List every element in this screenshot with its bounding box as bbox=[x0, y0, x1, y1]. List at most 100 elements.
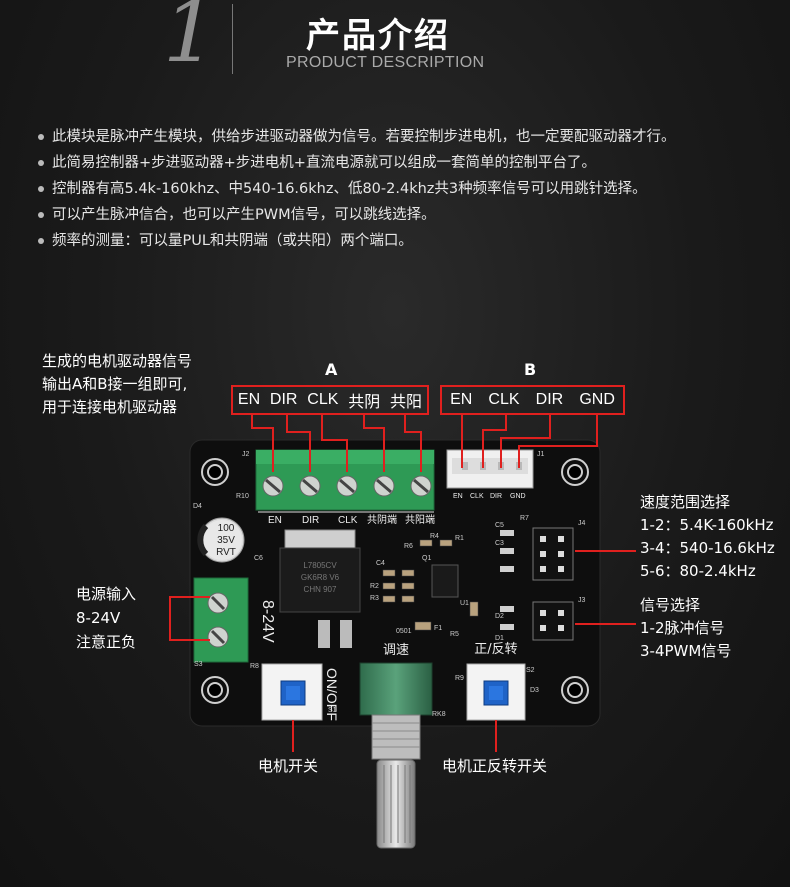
pin-clk: CLK bbox=[488, 391, 520, 408]
svg-text:35V: 35V bbox=[217, 535, 235, 546]
description-item: 控制器有高5.4k-160khz、中540-16.6khz、低80-2.4khz… bbox=[36, 176, 676, 202]
signal-select-title: 信号选择 bbox=[640, 596, 701, 614]
pin-en: EN bbox=[450, 391, 473, 408]
svg-text:EN: EN bbox=[453, 493, 463, 500]
svg-text:GK6R8 V6: GK6R8 V6 bbox=[301, 573, 340, 582]
silk-en: EN bbox=[268, 515, 282, 526]
jst-silk-labels: EN CLK DIR GND bbox=[453, 493, 526, 500]
pin-dir: DIR bbox=[535, 391, 564, 408]
svg-text:R2: R2 bbox=[370, 583, 379, 590]
port-a-pin-box: EN DIR CLK 共阴 共阳 bbox=[231, 385, 429, 415]
header-divider bbox=[232, 4, 233, 74]
svg-text:C6: C6 bbox=[254, 555, 263, 562]
jumper-header-speed bbox=[532, 527, 574, 581]
svg-text:0501: 0501 bbox=[396, 628, 412, 635]
svg-text:J3: J3 bbox=[578, 597, 586, 604]
description-item: 此简易控制器+步进驱动器+步进电机+直流电源就可以组成一套简单的控制平台了。 bbox=[36, 150, 676, 176]
svg-text:RVT: RVT bbox=[216, 547, 236, 558]
svg-text:D1: D1 bbox=[495, 635, 504, 642]
svg-text:C4: C4 bbox=[376, 560, 385, 567]
jst-connector-b bbox=[446, 449, 534, 489]
pin-clk: CLK bbox=[307, 391, 339, 408]
section-subtitle: PRODUCT DESCRIPTION bbox=[286, 54, 485, 71]
svg-text:R9: R9 bbox=[455, 675, 464, 682]
speed-potentiometer bbox=[359, 662, 433, 849]
silk-direction: 正/反转 bbox=[474, 642, 517, 657]
silk-common-anode: 共阳端 bbox=[405, 513, 435, 526]
svg-text:R1: R1 bbox=[455, 535, 464, 542]
svg-text:100: 100 bbox=[218, 523, 235, 534]
silk-power-range: 8-24V bbox=[259, 600, 276, 643]
svg-text:F1: F1 bbox=[434, 625, 442, 632]
mounting-holes bbox=[201, 458, 589, 704]
pin-dir: DIR bbox=[269, 391, 298, 408]
motor-switch-label: 电机开关 bbox=[258, 757, 319, 775]
svg-text:D3: D3 bbox=[530, 687, 539, 694]
svg-text:R5: R5 bbox=[450, 631, 459, 638]
description-item: 频率的测量：可以量PUL和共阴端（或共阳）两个端口。 bbox=[36, 228, 676, 254]
on-off-button bbox=[261, 663, 323, 721]
direction-switch-label: 电机正反转开关 bbox=[442, 757, 548, 775]
svg-text:GND: GND bbox=[510, 493, 526, 500]
signal-select-callout: 信号选择 1-2脉冲信号 3-4PWM信号 bbox=[640, 596, 732, 660]
speed-range-title: 速度范围选择 bbox=[640, 493, 731, 511]
voltage-regulator bbox=[279, 529, 361, 613]
svg-text:S1: S1 bbox=[328, 707, 337, 714]
direction-button bbox=[466, 663, 526, 721]
section-header: 1 产品介绍 PRODUCT DESCRIPTION bbox=[0, 0, 790, 90]
terminal-block-a bbox=[255, 449, 435, 511]
silk-common-cathode: 共阴端 bbox=[367, 513, 397, 526]
ic-chip bbox=[431, 564, 459, 598]
svg-text:R10: R10 bbox=[236, 493, 249, 500]
smd-components bbox=[382, 539, 479, 631]
pin-gnd: GND bbox=[579, 391, 615, 408]
port-a-label: A bbox=[325, 360, 338, 379]
svg-text:S2: S2 bbox=[526, 667, 535, 674]
svg-text:C3: C3 bbox=[495, 540, 504, 547]
svg-text:J2: J2 bbox=[242, 451, 250, 458]
silk-on-off: ON/OFF bbox=[324, 668, 340, 721]
svg-text:CLK: CLK bbox=[470, 493, 484, 500]
svg-text:R7: R7 bbox=[520, 515, 529, 522]
silk-markings: J2 R10 D4 C6 C4 R2 R3 R1 R4 R5 R6 C5 C3 … bbox=[193, 451, 586, 718]
description-item: 可以产生脉冲信合，也可以产生PWM信号，可以跳线选择。 bbox=[36, 202, 676, 228]
callout-lines bbox=[169, 413, 636, 752]
svg-text:RK8: RK8 bbox=[432, 711, 446, 718]
jumper-header-signal bbox=[532, 601, 574, 641]
pin-common-cathode: 共阴 bbox=[348, 394, 381, 411]
led-pairs bbox=[500, 530, 514, 630]
power-input-callout: 电源输入 8-24V 注意正负 bbox=[76, 585, 137, 651]
transistors bbox=[318, 620, 352, 648]
regulator-markings: L7805CV GK6R8 V6 CHN 907 bbox=[301, 561, 340, 594]
svg-text:U1: U1 bbox=[460, 600, 469, 607]
output-note: 生成的电机驱动器信号 输出A和B接一组即可, 用于连接电机驱动器 bbox=[42, 352, 193, 416]
port-b-pin-box: EN CLK DIR GND bbox=[440, 385, 625, 415]
silk-clk: CLK bbox=[338, 515, 358, 526]
svg-text:J1: J1 bbox=[537, 451, 545, 458]
svg-text:Q1: Q1 bbox=[422, 555, 431, 562]
speed-range-callout: 速度范围选择 1-2：5.4K-160kHz 3-4：540-16.6kHz 5… bbox=[640, 493, 775, 580]
capacitor-markings: 100 35V RVT bbox=[216, 523, 236, 558]
section-number: 1 bbox=[163, 0, 217, 81]
description-list: 此模块是脉冲产生模块，供给步进驱动器做为信号。若要控制步进电机，也一定要配驱动器… bbox=[36, 124, 676, 254]
svg-text:D2: D2 bbox=[495, 613, 504, 620]
svg-text:L7805CV: L7805CV bbox=[303, 561, 337, 570]
svg-text:DIR: DIR bbox=[490, 493, 502, 500]
svg-text:J4: J4 bbox=[578, 520, 586, 527]
pin-common-anode: 共阳 bbox=[390, 394, 423, 411]
pin-en: EN bbox=[237, 391, 261, 408]
terminal-silk-labels: EN DIR CLK 共阴端 共阳端 bbox=[268, 513, 435, 526]
svg-text:D4: D4 bbox=[193, 503, 202, 510]
section-title: 产品介绍 bbox=[306, 16, 450, 56]
power-terminal bbox=[193, 577, 249, 663]
port-b-label: B bbox=[524, 360, 537, 379]
silk-speed: 调速 bbox=[383, 643, 409, 658]
svg-text:CHN 907: CHN 907 bbox=[304, 585, 337, 594]
svg-text:R6: R6 bbox=[404, 543, 413, 550]
svg-text:R3: R3 bbox=[370, 595, 379, 602]
description-item: 此模块是脉冲产生模块，供给步进驱动器做为信号。若要控制步进电机，也一定要配驱动器… bbox=[36, 124, 676, 150]
electrolytic-capacitor bbox=[197, 517, 245, 563]
silk-dir: DIR bbox=[302, 515, 319, 526]
svg-text:C5: C5 bbox=[495, 522, 504, 529]
